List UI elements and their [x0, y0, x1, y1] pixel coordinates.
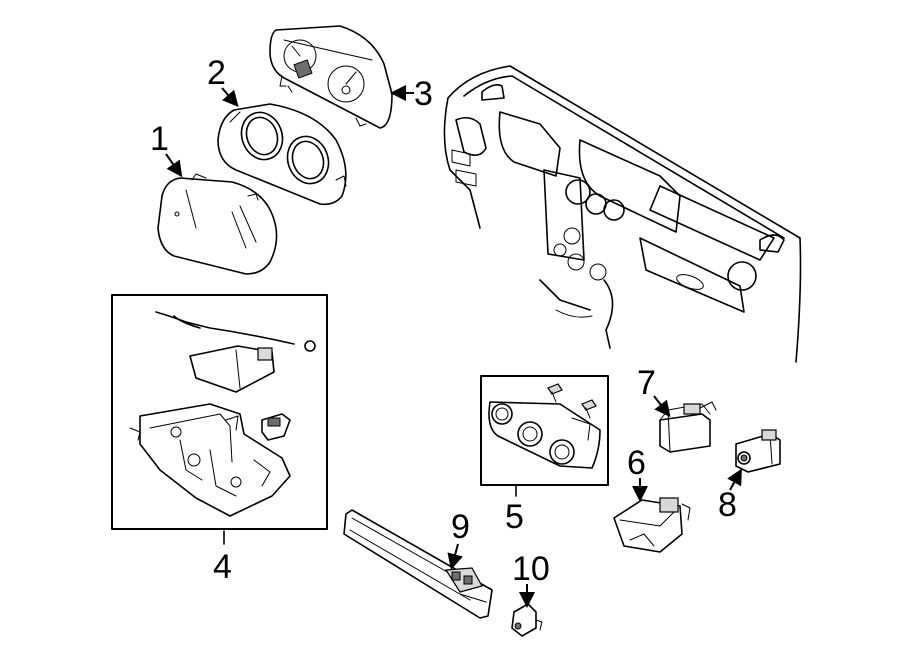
callout-9: 9 — [447, 508, 470, 570]
part-1-cluster-lens — [157, 173, 278, 275]
part-4-box — [111, 294, 328, 530]
callout-8: 8 — [718, 468, 742, 524]
callout-7: 7 — [637, 364, 671, 418]
callout-6: 6 — [627, 444, 648, 502]
svg-text:2: 2 — [207, 54, 226, 92]
part-7-switch — [659, 401, 717, 453]
callout-3: 3 — [390, 75, 433, 113]
svg-text:5: 5 — [505, 498, 524, 536]
callout-10: 10 — [512, 550, 550, 608]
svg-text:8: 8 — [718, 486, 737, 524]
part-6-switch — [613, 497, 691, 553]
part-9-switch-bar — [343, 509, 493, 619]
part-2-cluster-bezel — [217, 103, 347, 206]
part-5-box — [480, 375, 609, 486]
svg-text:6: 6 — [627, 444, 646, 482]
callout-4: 4 — [213, 530, 232, 586]
part-10-connector — [511, 603, 543, 637]
callout-5: 5 — [505, 485, 524, 536]
part-3-instrument-cluster — [269, 25, 393, 129]
svg-text:9: 9 — [451, 508, 470, 546]
svg-text:1: 1 — [150, 120, 169, 158]
part-8-switch — [735, 429, 781, 473]
svg-text:3: 3 — [414, 75, 433, 113]
svg-text:7: 7 — [637, 364, 656, 402]
dashboard-panel — [443, 65, 802, 363]
callout-1: 1 — [150, 120, 183, 178]
svg-text:4: 4 — [213, 548, 232, 586]
callout-2: 2 — [207, 54, 239, 108]
svg-text:10: 10 — [512, 550, 550, 588]
